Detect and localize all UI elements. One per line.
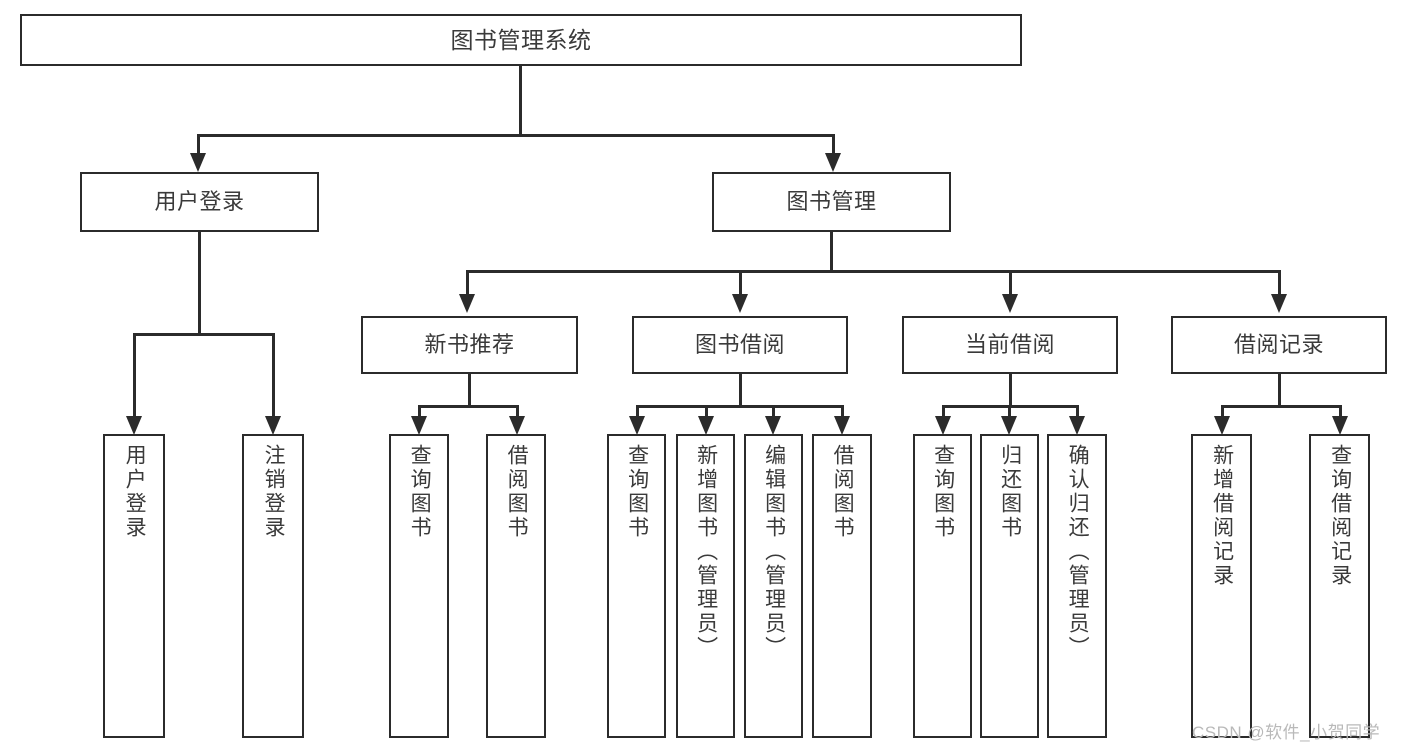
node-label: 借阅图书 [505, 444, 529, 540]
connector-root-to-login [197, 134, 200, 164]
arrowhead-root-to-login [190, 153, 206, 172]
connector-records-leaf2 [1339, 405, 1342, 417]
connector-newbook-leaf1 [418, 405, 421, 417]
leaf-query-book-newbook[interactable]: 查询图书 [389, 434, 449, 738]
node-label: 查询图书 [625, 444, 649, 540]
node-label: 当前借阅 [964, 332, 1055, 358]
connector-root-to-bookmgmt [832, 134, 835, 164]
connector-bookmgmt-to-newbook [466, 270, 469, 295]
connector-current-stem [1009, 374, 1012, 405]
connector-current-leaf1 [942, 405, 945, 417]
node-label: 图书管理系统 [450, 26, 592, 53]
leaf-query-borrow-record[interactable]: 查询借阅记录 [1309, 434, 1370, 738]
arrowhead-borrow-leaf2 [698, 416, 714, 435]
node-label: 编辑图书（管理员） [762, 444, 786, 660]
leaf-confirm-return-admin[interactable]: 确认归还（管理员） [1047, 434, 1107, 738]
connector-login-stem [198, 232, 201, 333]
connector-borrow-stem [739, 374, 742, 405]
arrowhead-current-leaf2 [1001, 416, 1017, 435]
node-label: 图书借阅 [694, 332, 785, 358]
connector-borrow-leaf1 [636, 405, 639, 417]
connector-root-stem [519, 66, 522, 134]
connector-bookmgmt-to-current [1009, 270, 1012, 295]
leaf-query-book-current[interactable]: 查询图书 [913, 434, 972, 738]
leaf-user-login[interactable]: 用户登录 [103, 434, 165, 738]
connector-borrow-leaf2 [705, 405, 708, 417]
connector-records-bar [1221, 405, 1341, 408]
node-label: 用户登录 [154, 189, 245, 215]
node-label: 用户登录 [123, 444, 147, 540]
connector-login-bar [133, 333, 272, 336]
csdn-watermark: CSDN @软件_小贺同学 [1192, 723, 1381, 742]
arrowhead-current-leaf1 [935, 416, 951, 435]
leaf-add-borrow-record[interactable]: 新增借阅记录 [1191, 434, 1252, 738]
node-book-management[interactable]: 图书管理 [712, 172, 951, 232]
connector-bookmgmt-to-borrow [739, 270, 742, 295]
arrowhead-login-leaf2 [265, 416, 281, 435]
arrowhead-borrow-leaf4 [834, 416, 850, 435]
leaf-return-book[interactable]: 归还图书 [980, 434, 1039, 738]
connector-bookmgmt-to-records [1278, 270, 1281, 295]
node-label: 查询图书 [931, 444, 955, 540]
arrowhead-newbook-leaf1 [411, 416, 427, 435]
connector-bookmgmt-bar [466, 270, 1280, 273]
node-current-borrow[interactable]: 当前借阅 [902, 316, 1118, 374]
node-label: 新增图书（管理员） [694, 444, 718, 660]
leaf-edit-book-admin[interactable]: 编辑图书（管理员） [744, 434, 803, 738]
arrowhead-borrow-leaf1 [629, 416, 645, 435]
node-label: 查询图书 [408, 444, 432, 540]
arrowhead-login-leaf1 [126, 416, 142, 435]
connector-newbook-leaf2 [516, 405, 519, 417]
node-label: 注销登录 [262, 444, 286, 540]
node-label: 归还图书 [998, 444, 1022, 540]
node-label: 查询借阅记录 [1328, 444, 1352, 588]
node-root-system[interactable]: 图书管理系统 [20, 14, 1022, 66]
leaf-borrow-book-newbook[interactable]: 借阅图书 [486, 434, 546, 738]
arrowhead-bookmgmt-records [1271, 294, 1287, 313]
connector-bookmgmt-stem [830, 232, 833, 270]
leaf-logout[interactable]: 注销登录 [242, 434, 304, 738]
leaf-add-book-admin[interactable]: 新增图书（管理员） [676, 434, 735, 738]
arrowhead-bookmgmt-current [1002, 294, 1018, 313]
connector-root-bar [197, 134, 834, 137]
connector-borrow-leaf4 [841, 405, 844, 417]
arrowhead-bookmgmt-borrow [732, 294, 748, 313]
node-label: 确认归还（管理员） [1066, 444, 1090, 660]
arrowhead-records-leaf1 [1214, 416, 1230, 435]
connector-current-leaf3 [1076, 405, 1079, 417]
connector-login-to-leaf2 [272, 333, 275, 417]
connector-newbook-stem [468, 374, 471, 405]
connector-current-leaf2 [1008, 405, 1011, 417]
node-borrow-records[interactable]: 借阅记录 [1171, 316, 1387, 374]
node-new-book-recommend[interactable]: 新书推荐 [361, 316, 578, 374]
connector-records-stem [1278, 374, 1281, 405]
arrowhead-records-leaf2 [1332, 416, 1348, 435]
arrowhead-current-leaf3 [1069, 416, 1085, 435]
node-label: 借阅记录 [1233, 332, 1324, 358]
node-label: 借阅图书 [831, 444, 855, 540]
connector-borrow-leaf3 [772, 405, 775, 417]
arrowhead-newbook-leaf2 [509, 416, 525, 435]
connector-login-to-leaf1 [133, 333, 136, 417]
connector-records-leaf1 [1221, 405, 1224, 417]
arrowhead-root-to-bookmgmt [825, 153, 841, 172]
leaf-borrow-book[interactable]: 借阅图书 [812, 434, 872, 738]
node-label: 新书推荐 [424, 332, 515, 358]
connector-borrow-bar [636, 405, 843, 408]
arrowhead-borrow-leaf3 [765, 416, 781, 435]
node-label: 新增借阅记录 [1210, 444, 1234, 588]
node-label: 图书管理 [786, 189, 877, 215]
arrowhead-bookmgmt-newbook [459, 294, 475, 313]
connector-newbook-bar [418, 405, 518, 408]
node-user-login[interactable]: 用户登录 [80, 172, 319, 232]
leaf-query-book-borrow[interactable]: 查询图书 [607, 434, 666, 738]
node-book-borrow[interactable]: 图书借阅 [632, 316, 848, 374]
